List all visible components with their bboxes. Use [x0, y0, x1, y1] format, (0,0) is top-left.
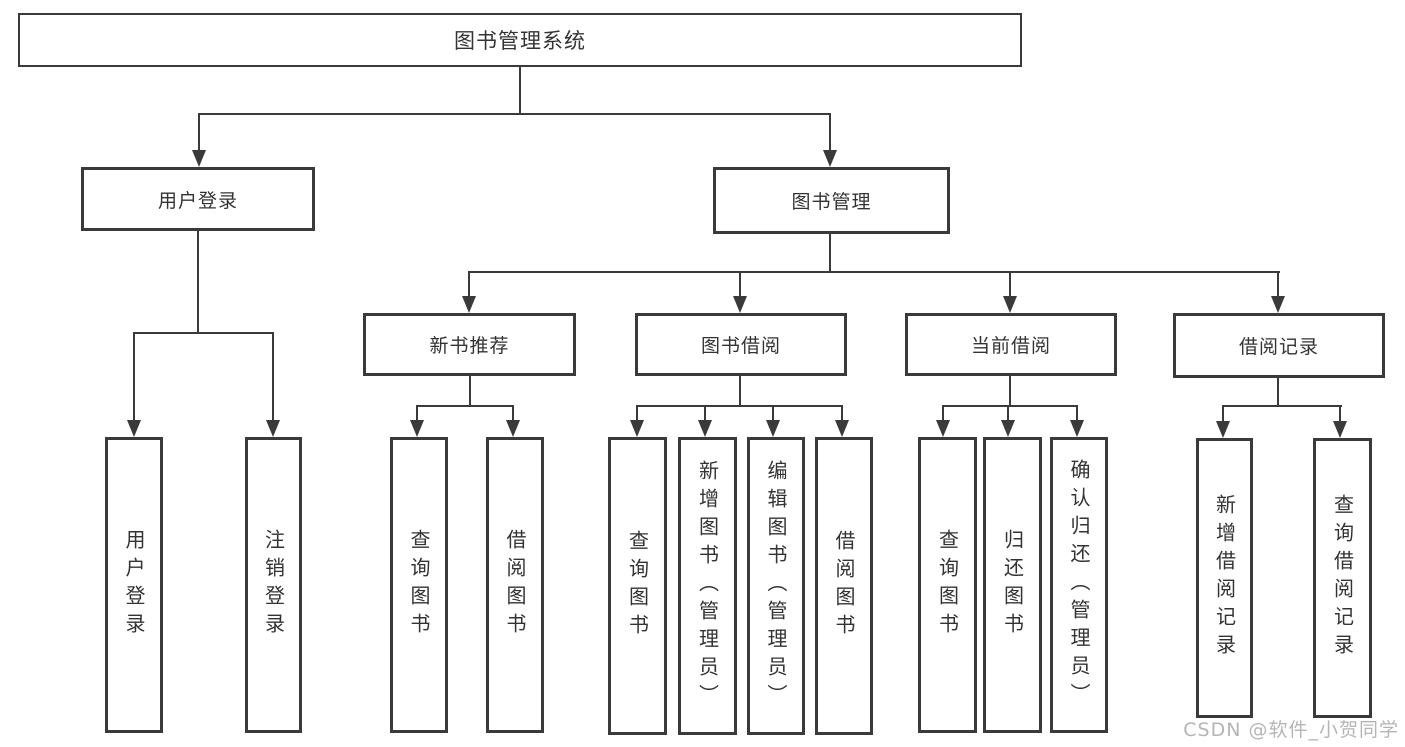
arrow-down-icon: [1271, 296, 1285, 313]
connector-line: [468, 271, 470, 296]
connector-line: [636, 405, 843, 407]
leaf-label: 查询图书: [935, 529, 960, 641]
connector-line: [133, 332, 274, 334]
leaf-query-books-recommend: 查询图书: [390, 437, 448, 733]
connector-line: [1076, 405, 1078, 420]
node-label: 借阅记录: [1238, 336, 1319, 358]
leaf-user-login: 用户登录: [105, 437, 163, 733]
leaf-label: 确认归还（管理员）: [1067, 459, 1091, 711]
leaf-return-books: 归还图书: [983, 437, 1042, 733]
connector-line: [1222, 405, 1224, 421]
arrow-down-icon: [823, 150, 837, 167]
connector-line: [198, 113, 831, 115]
connector-line: [704, 405, 706, 420]
connector-line: [133, 332, 135, 420]
node-book-borrowing: 图书借阅: [635, 313, 847, 376]
arrow-down-icon: [1003, 296, 1017, 313]
connector-line: [1009, 271, 1011, 296]
leaf-label: 借阅图书: [503, 529, 527, 641]
arrow-down-icon: [506, 420, 520, 437]
connector-line: [1007, 405, 1009, 420]
node-root: 图书管理系统: [18, 13, 1022, 67]
leaf-label: 查询图书: [625, 530, 650, 642]
node-borrowing-records: 借阅记录: [1173, 313, 1385, 378]
connector-line: [468, 271, 1280, 273]
leaf-borrow-books: 借阅图书: [815, 437, 873, 735]
node-current-borrowing: 当前借阅: [905, 313, 1117, 376]
leaf-confirm-return-admin: 确认归还（管理员）: [1050, 437, 1108, 733]
connector-line: [416, 405, 418, 420]
connector-line: [469, 376, 471, 407]
node-book-management: 图书管理: [713, 167, 950, 234]
connector-line: [829, 234, 831, 273]
leaf-label: 借阅图书: [832, 530, 856, 642]
connector-line: [1222, 405, 1342, 407]
node-label: 图书管理: [791, 191, 872, 213]
connector-line: [739, 376, 741, 407]
arrow-down-icon: [733, 296, 747, 313]
leaf-label: 归还图书: [1000, 529, 1025, 641]
connector-line: [772, 405, 774, 420]
leaf-label: 新增图书（管理员）: [695, 460, 720, 712]
arrow-down-icon: [936, 420, 950, 437]
node-label: 图书借阅: [700, 335, 781, 357]
connector-line: [272, 332, 274, 420]
node-new-book-recommend: 新书推荐: [363, 313, 576, 376]
arrow-down-icon: [1070, 420, 1084, 437]
arrow-down-icon: [1001, 420, 1015, 437]
connector-line: [512, 405, 514, 420]
arrow-down-icon: [698, 420, 712, 437]
csdn-watermark: CSDN @软件_小贺同学: [1183, 719, 1399, 741]
arrow-down-icon: [266, 420, 280, 437]
connector-line: [1277, 378, 1279, 407]
connector-line: [1277, 271, 1279, 296]
leaf-add-borrow-record: 新增借阅记录: [1196, 438, 1253, 718]
connector-line: [636, 405, 638, 420]
connector-line: [1339, 405, 1341, 421]
node-label: 图书管理系统: [454, 29, 586, 53]
leaf-query-books-current: 查询图书: [918, 437, 977, 733]
arrow-down-icon: [1333, 421, 1347, 438]
leaf-query-borrow-record: 查询借阅记录: [1313, 438, 1372, 718]
connector-line: [198, 113, 200, 151]
connector-line: [829, 113, 831, 151]
leaf-edit-books-admin: 编辑图书（管理员）: [747, 437, 805, 735]
connector-line: [942, 405, 944, 420]
node-label: 用户登录: [157, 189, 238, 212]
leaf-add-books-admin: 新增图书（管理员）: [678, 437, 737, 735]
leaf-logout: 注销登录: [245, 437, 302, 733]
connector-line: [841, 405, 843, 420]
leaf-query-books-borrowing: 查询图书: [608, 437, 667, 735]
leaf-label: 查询借阅记录: [1330, 494, 1355, 662]
arrow-down-icon: [630, 420, 644, 437]
connector-line: [519, 67, 521, 115]
arrow-down-icon: [410, 420, 424, 437]
connector-line: [197, 231, 199, 334]
leaf-label: 查询图书: [407, 529, 431, 641]
leaf-borrow-books-recommend: 借阅图书: [486, 437, 544, 733]
leaf-label: 编辑图书（管理员）: [764, 460, 788, 712]
leaf-label: 注销登录: [261, 529, 286, 641]
arrow-down-icon: [462, 296, 476, 313]
connector-line: [1009, 376, 1011, 407]
connector-line: [416, 405, 514, 407]
node-label: 当前借阅: [970, 335, 1051, 357]
arrow-down-icon: [192, 150, 206, 167]
leaf-label: 用户登录: [122, 529, 146, 641]
leaf-label: 新增借阅记录: [1212, 494, 1237, 662]
connector-line: [942, 405, 1078, 407]
arrow-down-icon: [835, 420, 849, 437]
arrow-down-icon: [1216, 421, 1230, 438]
connector-line: [739, 271, 741, 296]
node-label: 新书推荐: [429, 335, 510, 357]
arrow-down-icon: [766, 420, 780, 437]
arrow-down-icon: [127, 420, 141, 437]
node-user-login: 用户登录: [81, 167, 315, 231]
